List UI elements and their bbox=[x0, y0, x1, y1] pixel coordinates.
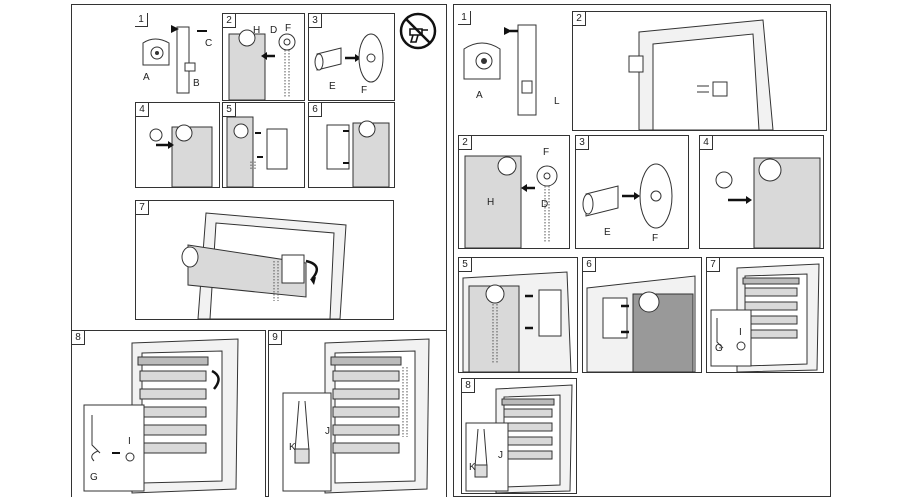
left-step-5-panel: 5 bbox=[222, 102, 305, 188]
label-f: F bbox=[543, 147, 550, 158]
child-safety-device-illustration bbox=[710, 263, 820, 372]
step-number: 6 bbox=[309, 103, 322, 117]
right-step-5-panel: 5 bbox=[458, 257, 578, 373]
step-number: 1 bbox=[458, 11, 471, 25]
right-step-1-panel: 1 A L bbox=[458, 11, 566, 131]
label-k: K bbox=[469, 462, 476, 473]
left-step-9-panel: 9 K J bbox=[268, 330, 446, 497]
drill-screw-bracket-to-frame-illustration bbox=[628, 19, 774, 130]
step-number: 8 bbox=[462, 379, 475, 393]
child-safety-device-mount-illustration bbox=[83, 338, 239, 494]
label-i: I bbox=[128, 436, 131, 447]
label-f: F bbox=[285, 23, 292, 34]
left-step-3-panel: 3 E F bbox=[308, 13, 395, 101]
right-step-8-panel: 8 K J bbox=[461, 378, 577, 494]
roller-end-fitting-illustration bbox=[228, 29, 296, 100]
label-e: E bbox=[329, 81, 336, 92]
bracket-assembly-illustration bbox=[142, 25, 207, 94]
insert-plug-into-roller-illustration bbox=[715, 157, 821, 248]
plug-and-disc-illustration bbox=[314, 33, 384, 83]
label-k: K bbox=[289, 442, 296, 453]
attach-bracket-to-roller-illustration bbox=[462, 271, 572, 372]
label-f: F bbox=[361, 85, 368, 96]
label-d: D bbox=[270, 25, 278, 36]
roller-end-fitting-illustration bbox=[464, 155, 558, 248]
right-instruction-sheet: 1 A L 2 2 bbox=[453, 4, 831, 497]
label-l: L bbox=[554, 96, 560, 107]
label-a: A bbox=[143, 72, 150, 83]
insert-plug-into-roller-illustration bbox=[149, 124, 213, 187]
label-h: H bbox=[253, 25, 261, 36]
no-drill-icon bbox=[399, 12, 437, 50]
step-number: 7 bbox=[136, 201, 149, 215]
step-number: 2 bbox=[573, 12, 586, 26]
right-step-7-panel: 7 G I bbox=[706, 257, 824, 373]
clip-roller-into-bracket-illustration bbox=[586, 275, 696, 372]
step-number: 7 bbox=[707, 258, 720, 272]
step-number: 2 bbox=[459, 136, 472, 150]
label-j: J bbox=[325, 426, 330, 437]
step-number: 8 bbox=[72, 331, 85, 345]
right-step-3-panel: 3 E F bbox=[575, 135, 689, 249]
right-step-2-roller-panel: 2 F H D bbox=[458, 135, 570, 249]
left-instruction-sheet: 1 A B C 2 H D F 3 bbox=[71, 4, 447, 497]
left-step-4-panel: 4 bbox=[135, 102, 220, 188]
attach-bracket-illustration bbox=[226, 116, 288, 187]
label-g: G bbox=[715, 343, 723, 354]
step-number: 3 bbox=[309, 14, 322, 28]
step-number: 9 bbox=[269, 331, 282, 345]
step-number: 3 bbox=[576, 136, 589, 150]
label-b: B bbox=[193, 78, 200, 89]
step-number: 4 bbox=[700, 136, 713, 150]
cord-tension-device-illustration bbox=[282, 338, 430, 494]
clip-roller-onto-window-frame-illustration bbox=[181, 212, 347, 319]
step-number: 2 bbox=[223, 14, 236, 28]
step-number: 5 bbox=[459, 258, 472, 272]
left-step-2-panel: 2 H D F bbox=[222, 13, 305, 101]
label-h: H bbox=[487, 197, 495, 208]
step-number: 6 bbox=[583, 258, 596, 272]
bracket-detail-illustration bbox=[463, 24, 537, 116]
step-number: 4 bbox=[136, 103, 149, 117]
right-step-2-frame-panel: 2 bbox=[572, 11, 827, 131]
label-e: E bbox=[604, 227, 611, 238]
right-step-4-panel: 4 bbox=[699, 135, 824, 249]
left-step-6-panel: 6 bbox=[308, 102, 395, 188]
label-f: F bbox=[652, 233, 659, 244]
label-c: C bbox=[205, 38, 213, 49]
label-d: D bbox=[541, 199, 549, 210]
label-a: A bbox=[476, 90, 483, 101]
plug-and-disc-illustration bbox=[582, 163, 673, 229]
left-step-7-panel: 7 bbox=[135, 200, 394, 320]
label-g: G bbox=[90, 472, 98, 483]
left-step-8-panel: 8 G I bbox=[72, 330, 266, 497]
step-number: 1 bbox=[135, 13, 148, 27]
right-step-6-panel: 6 bbox=[582, 257, 702, 373]
bracket-mount-illustration bbox=[326, 120, 390, 187]
label-i: I bbox=[739, 327, 742, 338]
label-j: J bbox=[498, 450, 503, 461]
left-step-1-panel: 1 A B C bbox=[135, 13, 218, 99]
cord-tension-device-illustration bbox=[465, 384, 573, 493]
